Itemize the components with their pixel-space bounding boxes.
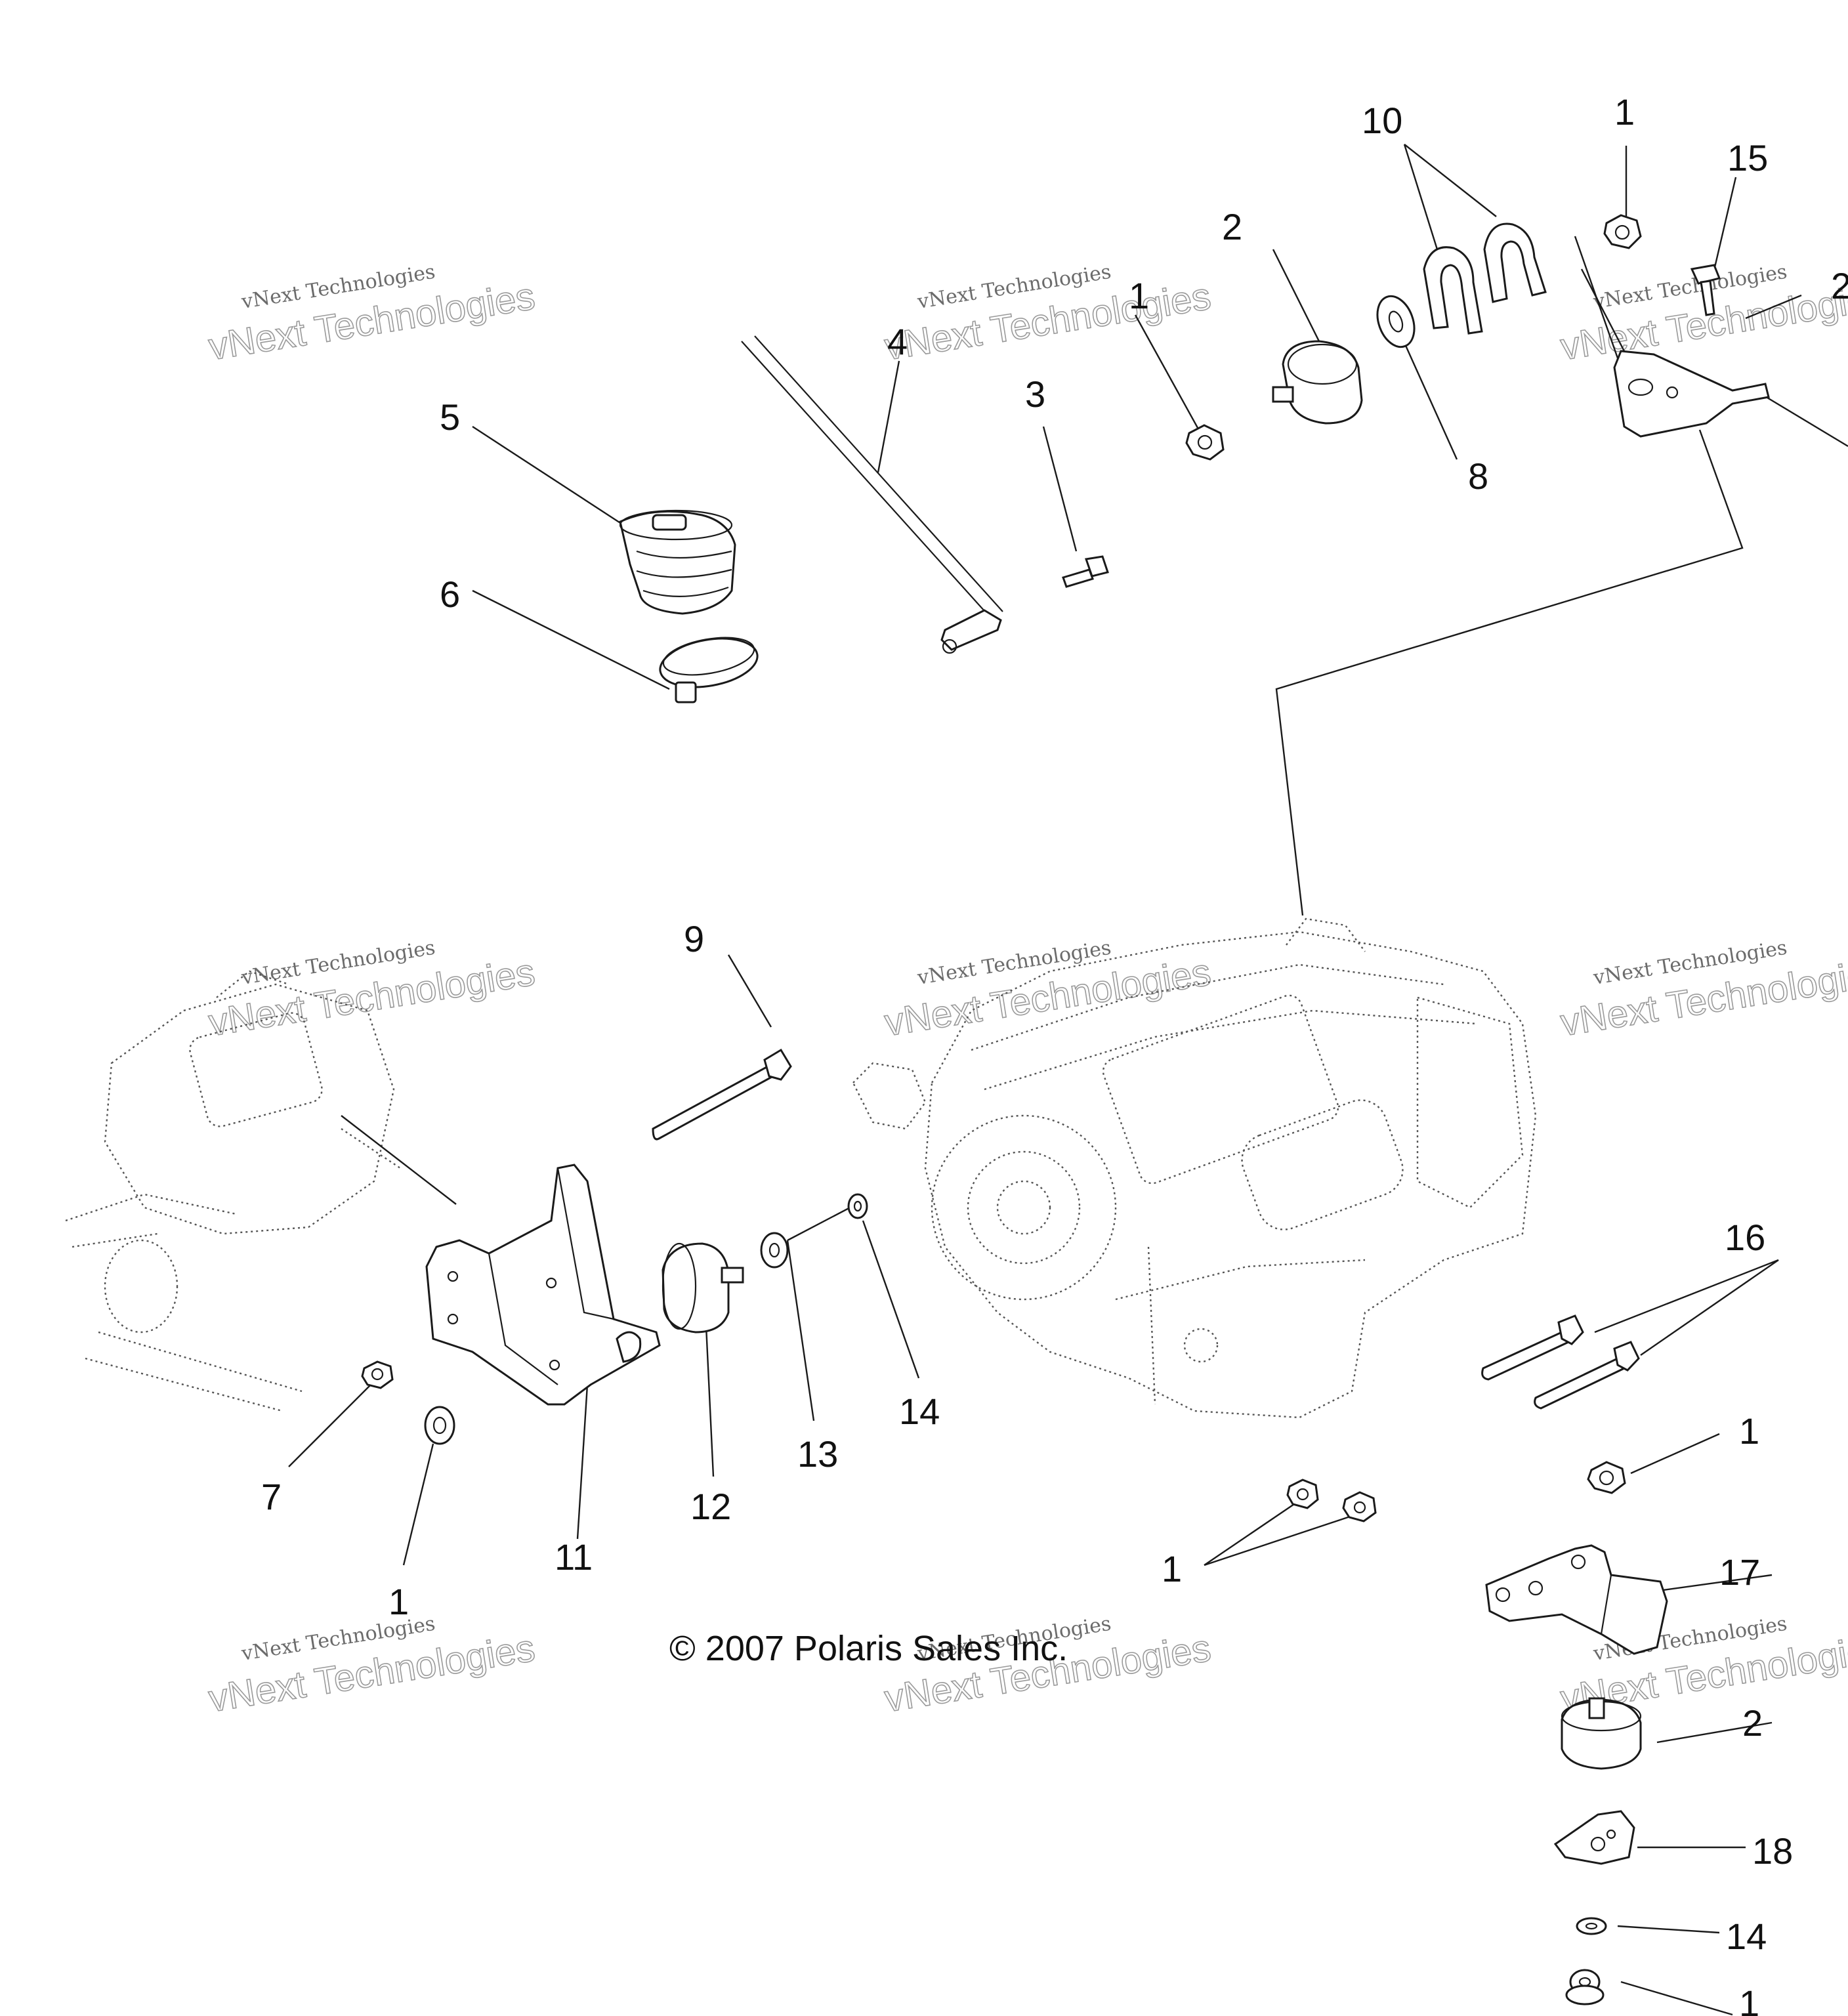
callout-label: 6 xyxy=(440,574,460,615)
callout-label: 9 xyxy=(684,918,704,959)
watermark-group: vNext Technologies vNext Technologies vN… xyxy=(205,261,1848,1721)
bracket-part-11 xyxy=(425,1164,661,1406)
watermark: vNext Technologies vNext Technologies xyxy=(205,936,538,1045)
callout-label: 1 xyxy=(1614,91,1635,133)
bracket-part-17 xyxy=(1485,1544,1668,1655)
watermark: vNext Technologies vNext Technologies xyxy=(881,261,1214,369)
nut-part-1 xyxy=(424,1406,455,1445)
engine-assembly xyxy=(852,917,1537,1419)
callout-label: 3 xyxy=(1025,373,1045,415)
copyright-text: © 2007 Polaris Sales Inc. xyxy=(669,1629,1068,1668)
rod-part-4 xyxy=(741,335,1003,654)
long-bolt-part-9 xyxy=(652,1048,792,1141)
rubber-mount-part-2 xyxy=(1272,340,1363,425)
callout-label: 17 xyxy=(1719,1551,1760,1593)
rubber-mount-part-2 xyxy=(1561,1697,1642,1770)
nut-part-7 xyxy=(361,1360,394,1389)
plate-part-18 xyxy=(1553,1810,1635,1865)
rubber-mount-part-12 xyxy=(662,1242,744,1334)
callout-label: 11 xyxy=(555,1536,593,1578)
nut-part-1 xyxy=(1342,1491,1377,1522)
callout-label: 18 xyxy=(1752,1830,1793,1872)
washer-part-8 xyxy=(1376,295,1416,348)
callout-label: 13 xyxy=(797,1433,838,1475)
u-clip-part-10 xyxy=(1423,222,1547,335)
watermark: vNext Technologies vNext Technologies xyxy=(881,936,1214,1045)
nut-part-1 xyxy=(1565,1969,1605,2006)
callout-label: 10 xyxy=(1362,100,1402,141)
callout-label: 5 xyxy=(440,396,460,438)
callout-label: 14 xyxy=(899,1391,940,1432)
nut-part-1 xyxy=(1587,1461,1626,1494)
bolt-part-16 xyxy=(1481,1314,1640,1410)
nut-part-1 xyxy=(1603,214,1642,249)
callout-label: 2 xyxy=(1831,265,1848,306)
callout-label: 4 xyxy=(887,321,908,362)
callout-label: 2 xyxy=(1222,206,1242,247)
watermark: vNext Technologies vNext Technologies xyxy=(1557,936,1848,1045)
clamp-part-6 xyxy=(659,637,759,704)
callout-label: 1 xyxy=(1129,275,1149,316)
callout-label: 14 xyxy=(1726,1916,1767,1957)
callout-labels: 1 15 10 2 1 4 3 8 5 6 2 9 16 1 1 17 2 18… xyxy=(261,91,1848,2016)
callout-label: 1 xyxy=(1739,1983,1759,2016)
callout-label: 8 xyxy=(1468,455,1488,497)
callout-label: 12 xyxy=(690,1486,731,1527)
washer-part-14 xyxy=(1576,1917,1607,1935)
callout-label: 16 xyxy=(1725,1217,1765,1258)
nut-part-1 xyxy=(1286,1479,1319,1509)
bolt-part-15 xyxy=(1690,264,1721,316)
bolt-part-3 xyxy=(1062,555,1109,588)
washer-part-14 xyxy=(847,1193,868,1219)
washer-part-13 xyxy=(760,1232,789,1269)
transmission-assembly xyxy=(65,970,401,1412)
callout-label: 15 xyxy=(1727,137,1768,178)
boot-part-5 xyxy=(619,509,736,615)
callout-label: 1 xyxy=(1162,1548,1182,1589)
callout-label: 2 xyxy=(1742,1702,1763,1744)
nut-part-1 xyxy=(1185,424,1225,461)
callout-label: 1 xyxy=(1739,1410,1759,1452)
callout-label: 7 xyxy=(261,1476,282,1517)
watermark: vNext Technologies vNext Technologies xyxy=(205,1612,538,1721)
bracket-top-right xyxy=(1613,350,1770,438)
watermark: vNext Technologies vNext Technologies xyxy=(205,261,538,369)
callout-label: 1 xyxy=(388,1581,409,1622)
watermark: vNext Technologies vNext Technologies xyxy=(1557,261,1848,369)
